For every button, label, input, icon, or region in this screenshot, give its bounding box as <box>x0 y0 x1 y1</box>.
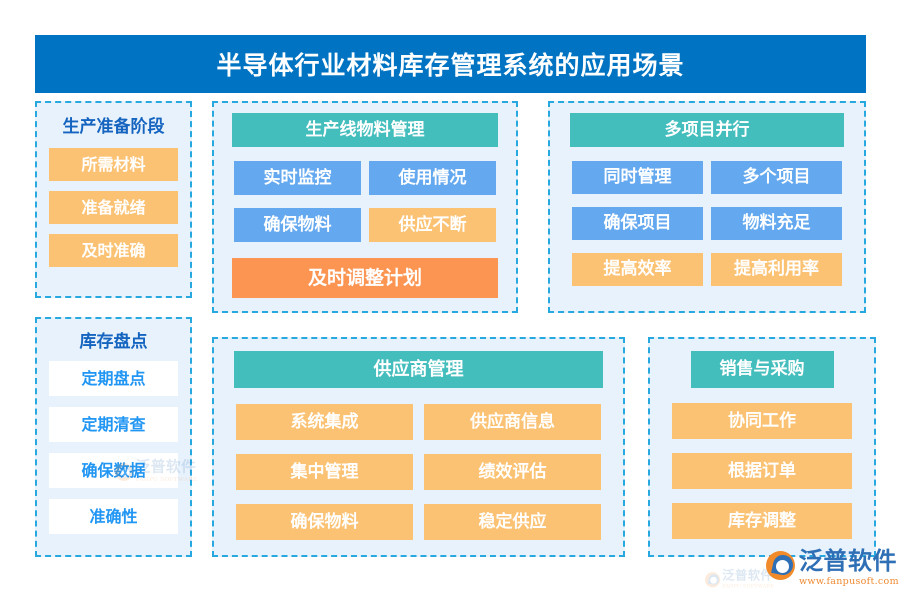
chip-multi-0-1[interactable]: 多个项目 <box>711 161 842 194</box>
chip-count-3[interactable]: 准确性 <box>49 499 178 534</box>
panel-heading-supplier-management: 供应商管理 <box>234 351 603 388</box>
chip-sales-0[interactable]: 协同工作 <box>672 403 852 439</box>
panel-heading-multi-project-parallel: 多项目并行 <box>570 113 844 147</box>
chip-prep-0[interactable]: 所需材料 <box>49 148 178 181</box>
chip-row-multi-2: 提高效率 提高利用率 <box>572 253 842 286</box>
chip-row-multi-0: 同时管理 多个项目 <box>572 161 842 194</box>
chip-supplier-2-0[interactable]: 确保物料 <box>236 504 413 540</box>
fanpu-logo-icon <box>766 551 796 580</box>
chip-prep-2[interactable]: 及时准确 <box>49 234 178 267</box>
chip-row-line-0: 实时监控 使用情况 <box>234 161 496 195</box>
chip-supplier-0-1[interactable]: 供应商信息 <box>424 404 601 440</box>
chip-row-supplier-1: 集中管理 绩效评估 <box>236 454 601 490</box>
panel-heading-production-preparation: 生产准备阶段 <box>62 117 165 137</box>
chip-prep-1[interactable]: 准备就绪 <box>49 191 178 224</box>
chip-line-footer[interactable]: 及时调整计划 <box>232 258 498 298</box>
chip-count-0[interactable]: 定期盘点 <box>49 361 178 396</box>
panel-supplier-management: 供应商管理 系统集成 供应商信息 集中管理 绩效评估 确保物料 稳定供应 <box>212 337 625 557</box>
chip-line-1-0[interactable]: 确保物料 <box>234 208 361 242</box>
page-title-banner: 半导体行业材料库存管理系统的应用场景 <box>35 35 866 93</box>
page-title: 半导体行业材料库存管理系统的应用场景 <box>216 51 685 80</box>
panel-heading-inventory-count: 库存盘点 <box>79 332 148 352</box>
panel-heading-production-line-material: 生产线物料管理 <box>232 113 498 147</box>
chip-line-0-1[interactable]: 使用情况 <box>369 161 496 195</box>
chip-multi-1-1[interactable]: 物料充足 <box>711 207 842 240</box>
chip-sales-1[interactable]: 根据订单 <box>672 453 852 489</box>
watermark-logo-icon-2 <box>705 571 721 588</box>
panel-heading-sales-and-purchasing: 销售与采购 <box>690 351 834 388</box>
chip-multi-2-0[interactable]: 提高效率 <box>572 253 703 286</box>
chip-row-supplier-0: 系统集成 供应商信息 <box>236 404 601 440</box>
chip-supplier-0-0[interactable]: 系统集成 <box>236 404 413 440</box>
chip-count-2[interactable]: 确保数据 <box>49 453 178 488</box>
chip-supplier-2-1[interactable]: 稳定供应 <box>424 504 601 540</box>
chip-line-0-0[interactable]: 实时监控 <box>234 161 361 195</box>
brand-name: 泛普软件 <box>799 547 897 575</box>
chip-row-supplier-2: 确保物料 稳定供应 <box>236 504 601 540</box>
panel-production-preparation: 生产准备阶段 所需材料 准备就绪 及时准确 <box>35 101 192 298</box>
chip-count-1[interactable]: 定期清查 <box>49 407 178 442</box>
chip-row-line-1: 确保物料 供应不断 <box>234 208 496 242</box>
chip-supplier-1-1[interactable]: 绩效评估 <box>424 454 601 490</box>
chip-multi-2-1[interactable]: 提高利用率 <box>711 253 842 286</box>
panel-sales-and-purchasing: 销售与采购 协同工作 根据订单 库存调整 <box>648 337 876 557</box>
panel-inventory-count: 库存盘点 定期盘点 定期清查 确保数据 准确性 <box>35 317 192 557</box>
chip-line-1-1[interactable]: 供应不断 <box>369 208 496 242</box>
brand-url: www.fanpusoft.com <box>799 576 899 587</box>
chip-multi-1-0[interactable]: 确保项目 <box>572 207 703 240</box>
chip-supplier-1-0[interactable]: 集中管理 <box>236 454 413 490</box>
watermark-bottom: 泛普软件 FANPU SOFTWARE <box>705 569 774 589</box>
chip-row-multi-1: 确保项目 物料充足 <box>572 207 842 240</box>
brand-logo: 泛普软件 www.fanpusoft.com <box>766 549 899 587</box>
chip-sales-2[interactable]: 库存调整 <box>672 503 852 539</box>
chip-multi-0-0[interactable]: 同时管理 <box>572 161 703 194</box>
panel-multi-project-parallel: 多项目并行 同时管理 多个项目 确保项目 物料充足 提高效率 提高利用率 <box>548 101 866 313</box>
panel-production-line-material: 生产线物料管理 实时监控 使用情况 确保物料 供应不断 及时调整计划 <box>212 101 518 313</box>
